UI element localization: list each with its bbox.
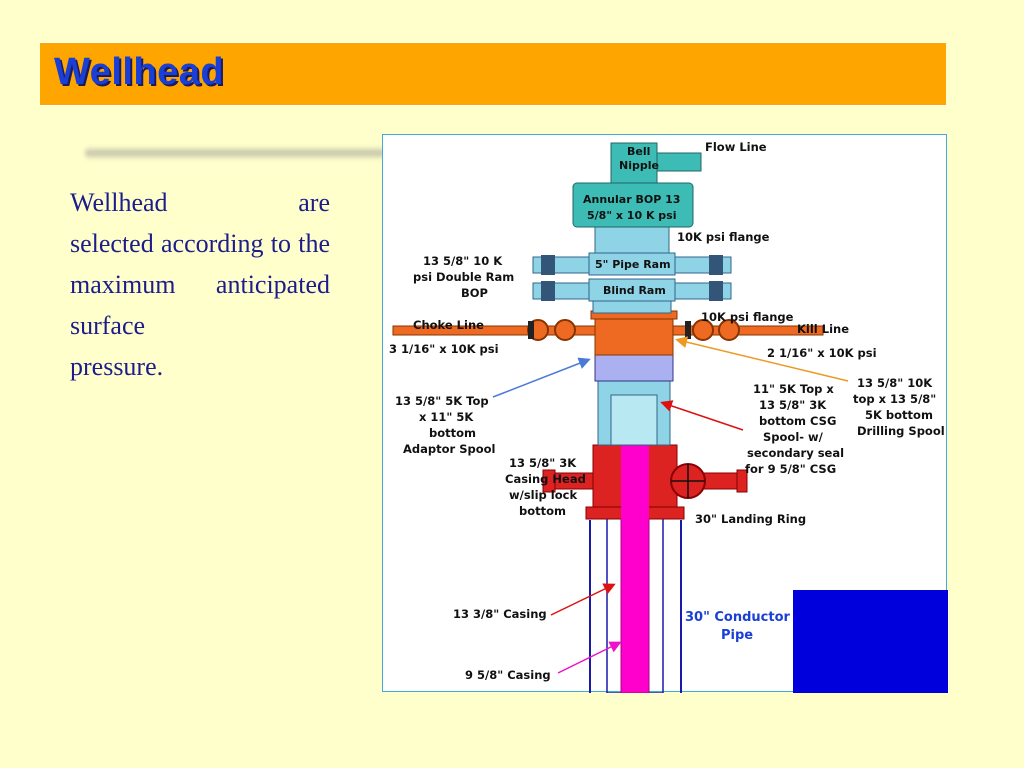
- casing-head: [542, 435, 748, 520]
- choke-line-label: Choke Line: [413, 318, 484, 332]
- conductor-label-2: Pipe: [721, 628, 753, 643]
- drilling-spool-label-2: top x 13 5/8": [853, 392, 936, 406]
- bell-nipple-label-2: Nipple: [619, 159, 659, 172]
- drilling-spool-label-4: Drilling Spool: [857, 424, 945, 438]
- csg-spool-label-3: bottom CSG: [759, 414, 836, 428]
- double-ram-label-1: 13 5/8" 10 K: [423, 254, 503, 268]
- casing-13-label: 13 3/8" Casing: [453, 607, 547, 621]
- csg-spool-label-4: Spool- w/: [763, 430, 824, 444]
- drilling-spool: [392, 310, 824, 356]
- double-ram-label-2: psi Double Ram: [413, 270, 514, 284]
- flow-line-pipe: [656, 152, 702, 172]
- pipe-ram-label: 5" Pipe Ram: [595, 258, 671, 271]
- adaptor-spool-label-1: 13 5/8" 5K Top: [395, 394, 489, 408]
- slide-title: Wellhead: [54, 51, 225, 93]
- casing-head-label-2: Casing Head: [505, 472, 586, 486]
- csg-spool-arrow: [660, 400, 744, 431]
- conductor-label-1: 30" Conductor: [685, 610, 791, 625]
- csg-spool-label-2: 13 5/8" 3K: [759, 398, 827, 412]
- body-text: Wellhead are selected according to the m…: [70, 182, 330, 387]
- body-paragraph: selected according to the maximum antici…: [70, 229, 330, 340]
- double-ram-label-3: BOP: [461, 286, 488, 300]
- title-bar: Wellhead: [40, 42, 946, 106]
- drilling-spool-label-1: 13 5/8" 10K: [857, 376, 933, 390]
- flange-10k-upper-label: 10K psi flange: [677, 230, 770, 244]
- body-word-wellhead: Wellhead: [70, 188, 168, 217]
- flange-10k-lower-label: 10K psi flange: [701, 310, 794, 324]
- body-last-line: pressure.: [70, 352, 164, 381]
- conductor-legend-block: [793, 590, 948, 693]
- blind-ram-label: Blind Ram: [603, 284, 666, 297]
- drilling-spool-arrow: [675, 336, 849, 382]
- wellhead-diagram-svg: Bell Nipple Flow Line Annular BOP 13 5/8…: [389, 140, 948, 693]
- double-ram-bop: [532, 252, 732, 314]
- csg-spool-label-6: for 9 5/8" CSG: [745, 462, 836, 476]
- landing-ring-label: 30" Landing Ring: [695, 512, 806, 526]
- adaptor-spool-label-2: x 11" 5K: [419, 410, 474, 424]
- adaptor-spool: [594, 354, 674, 382]
- kill-size-label: 2 1/16" x 10K psi: [767, 346, 877, 360]
- flange-10k-upper: [594, 226, 670, 254]
- casing-9-label: 9 5/8" Casing: [465, 668, 551, 682]
- body-first-line: Wellhead are: [70, 182, 330, 223]
- body-word-are: are: [298, 188, 330, 217]
- wellhead-diagram: Bell Nipple Flow Line Annular BOP 13 5/8…: [382, 134, 948, 693]
- kill-line-label: Kill Line: [797, 322, 849, 336]
- csg-spool-label-5: secondary seal: [747, 446, 844, 460]
- annular-bop-label-1: Annular BOP 13: [583, 193, 680, 206]
- casing-9-arrow: [557, 641, 622, 674]
- adaptor-spool-label-3: bottom: [429, 426, 476, 440]
- drilling-spool-label-3: 5K bottom: [865, 408, 933, 422]
- decorative-shadow-bar: [85, 146, 385, 160]
- casing-13-arrow: [550, 583, 616, 616]
- casing-spool: [597, 379, 671, 446]
- casing-head-label-3: w/slip lock: [509, 488, 577, 502]
- annular-bop-label-2: 5/8" x 10 K psi: [587, 209, 677, 222]
- adaptor-arrow: [492, 357, 591, 398]
- casing-head-label-1: 13 5/8" 3K: [509, 456, 577, 470]
- choke-size-label: 3 1/16" x 10K psi: [389, 342, 499, 356]
- csg-spool-label-1: 11" 5K Top x: [753, 382, 834, 396]
- bell-nipple-label-1: Bell: [627, 145, 650, 158]
- casing-head-label-4: bottom: [519, 504, 566, 518]
- flow-line-label: Flow Line: [705, 140, 767, 154]
- adaptor-spool-label-4: Adaptor Spool: [403, 442, 495, 456]
